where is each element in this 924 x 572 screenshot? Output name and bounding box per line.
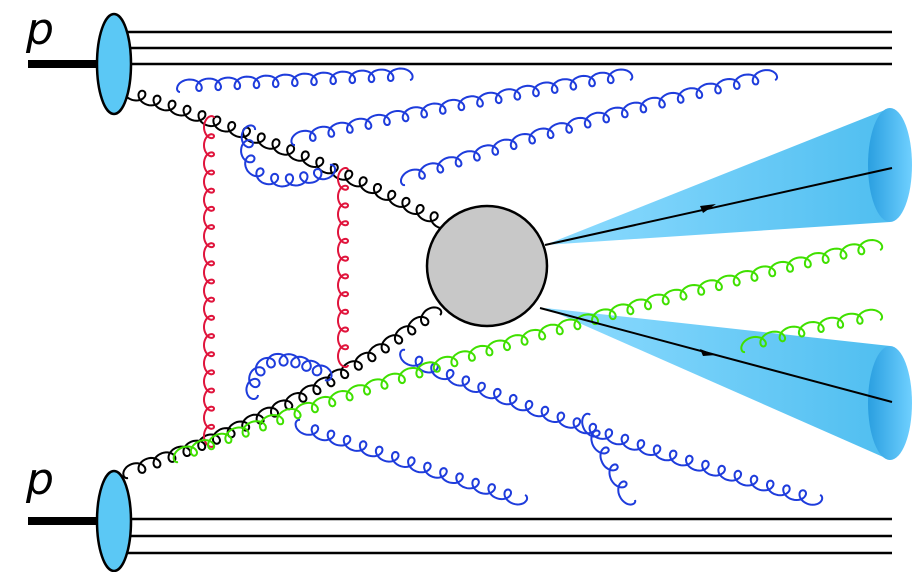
jet-arrow-upper [544, 167, 893, 246]
spectator-lines-top [120, 30, 892, 66]
gluon-blue-7 [399, 348, 824, 506]
proton-blob-top [95, 12, 133, 116]
gluon-blue-5 [245, 352, 333, 400]
jet-arrow-upper-head [700, 204, 716, 213]
gluon-blue-6 [294, 418, 529, 506]
spectator-lines-bottom [120, 517, 892, 555]
jet-cone-upper [545, 108, 912, 245]
core-gluon-lines [122, 84, 453, 480]
radiation-gluon-lines [175, 67, 824, 506]
jet-cone-lower [545, 308, 912, 460]
proton-blob-bottom [95, 469, 133, 572]
gluon-core-top [122, 84, 453, 230]
jet-arrow-lower-head [700, 349, 716, 356]
gluon-blue-8 [581, 412, 637, 506]
gluon-blue-3 [400, 69, 779, 187]
exchange-gluon-lines [202, 115, 350, 448]
proton-label-bottom: p [25, 454, 54, 505]
proton-label-top: p [25, 4, 54, 55]
gluon-green-1 [172, 238, 884, 464]
gluon-exchange-right [336, 167, 350, 368]
gluon-blue-1 [175, 67, 414, 93]
gluon-green-2 [740, 308, 884, 354]
hard-scatter-blob [425, 204, 549, 328]
gluon-exchange-left [202, 115, 216, 448]
gluon-blue-4 [240, 124, 337, 188]
gluon-blue-2 [290, 68, 634, 146]
green-gluon-lines [172, 238, 884, 464]
